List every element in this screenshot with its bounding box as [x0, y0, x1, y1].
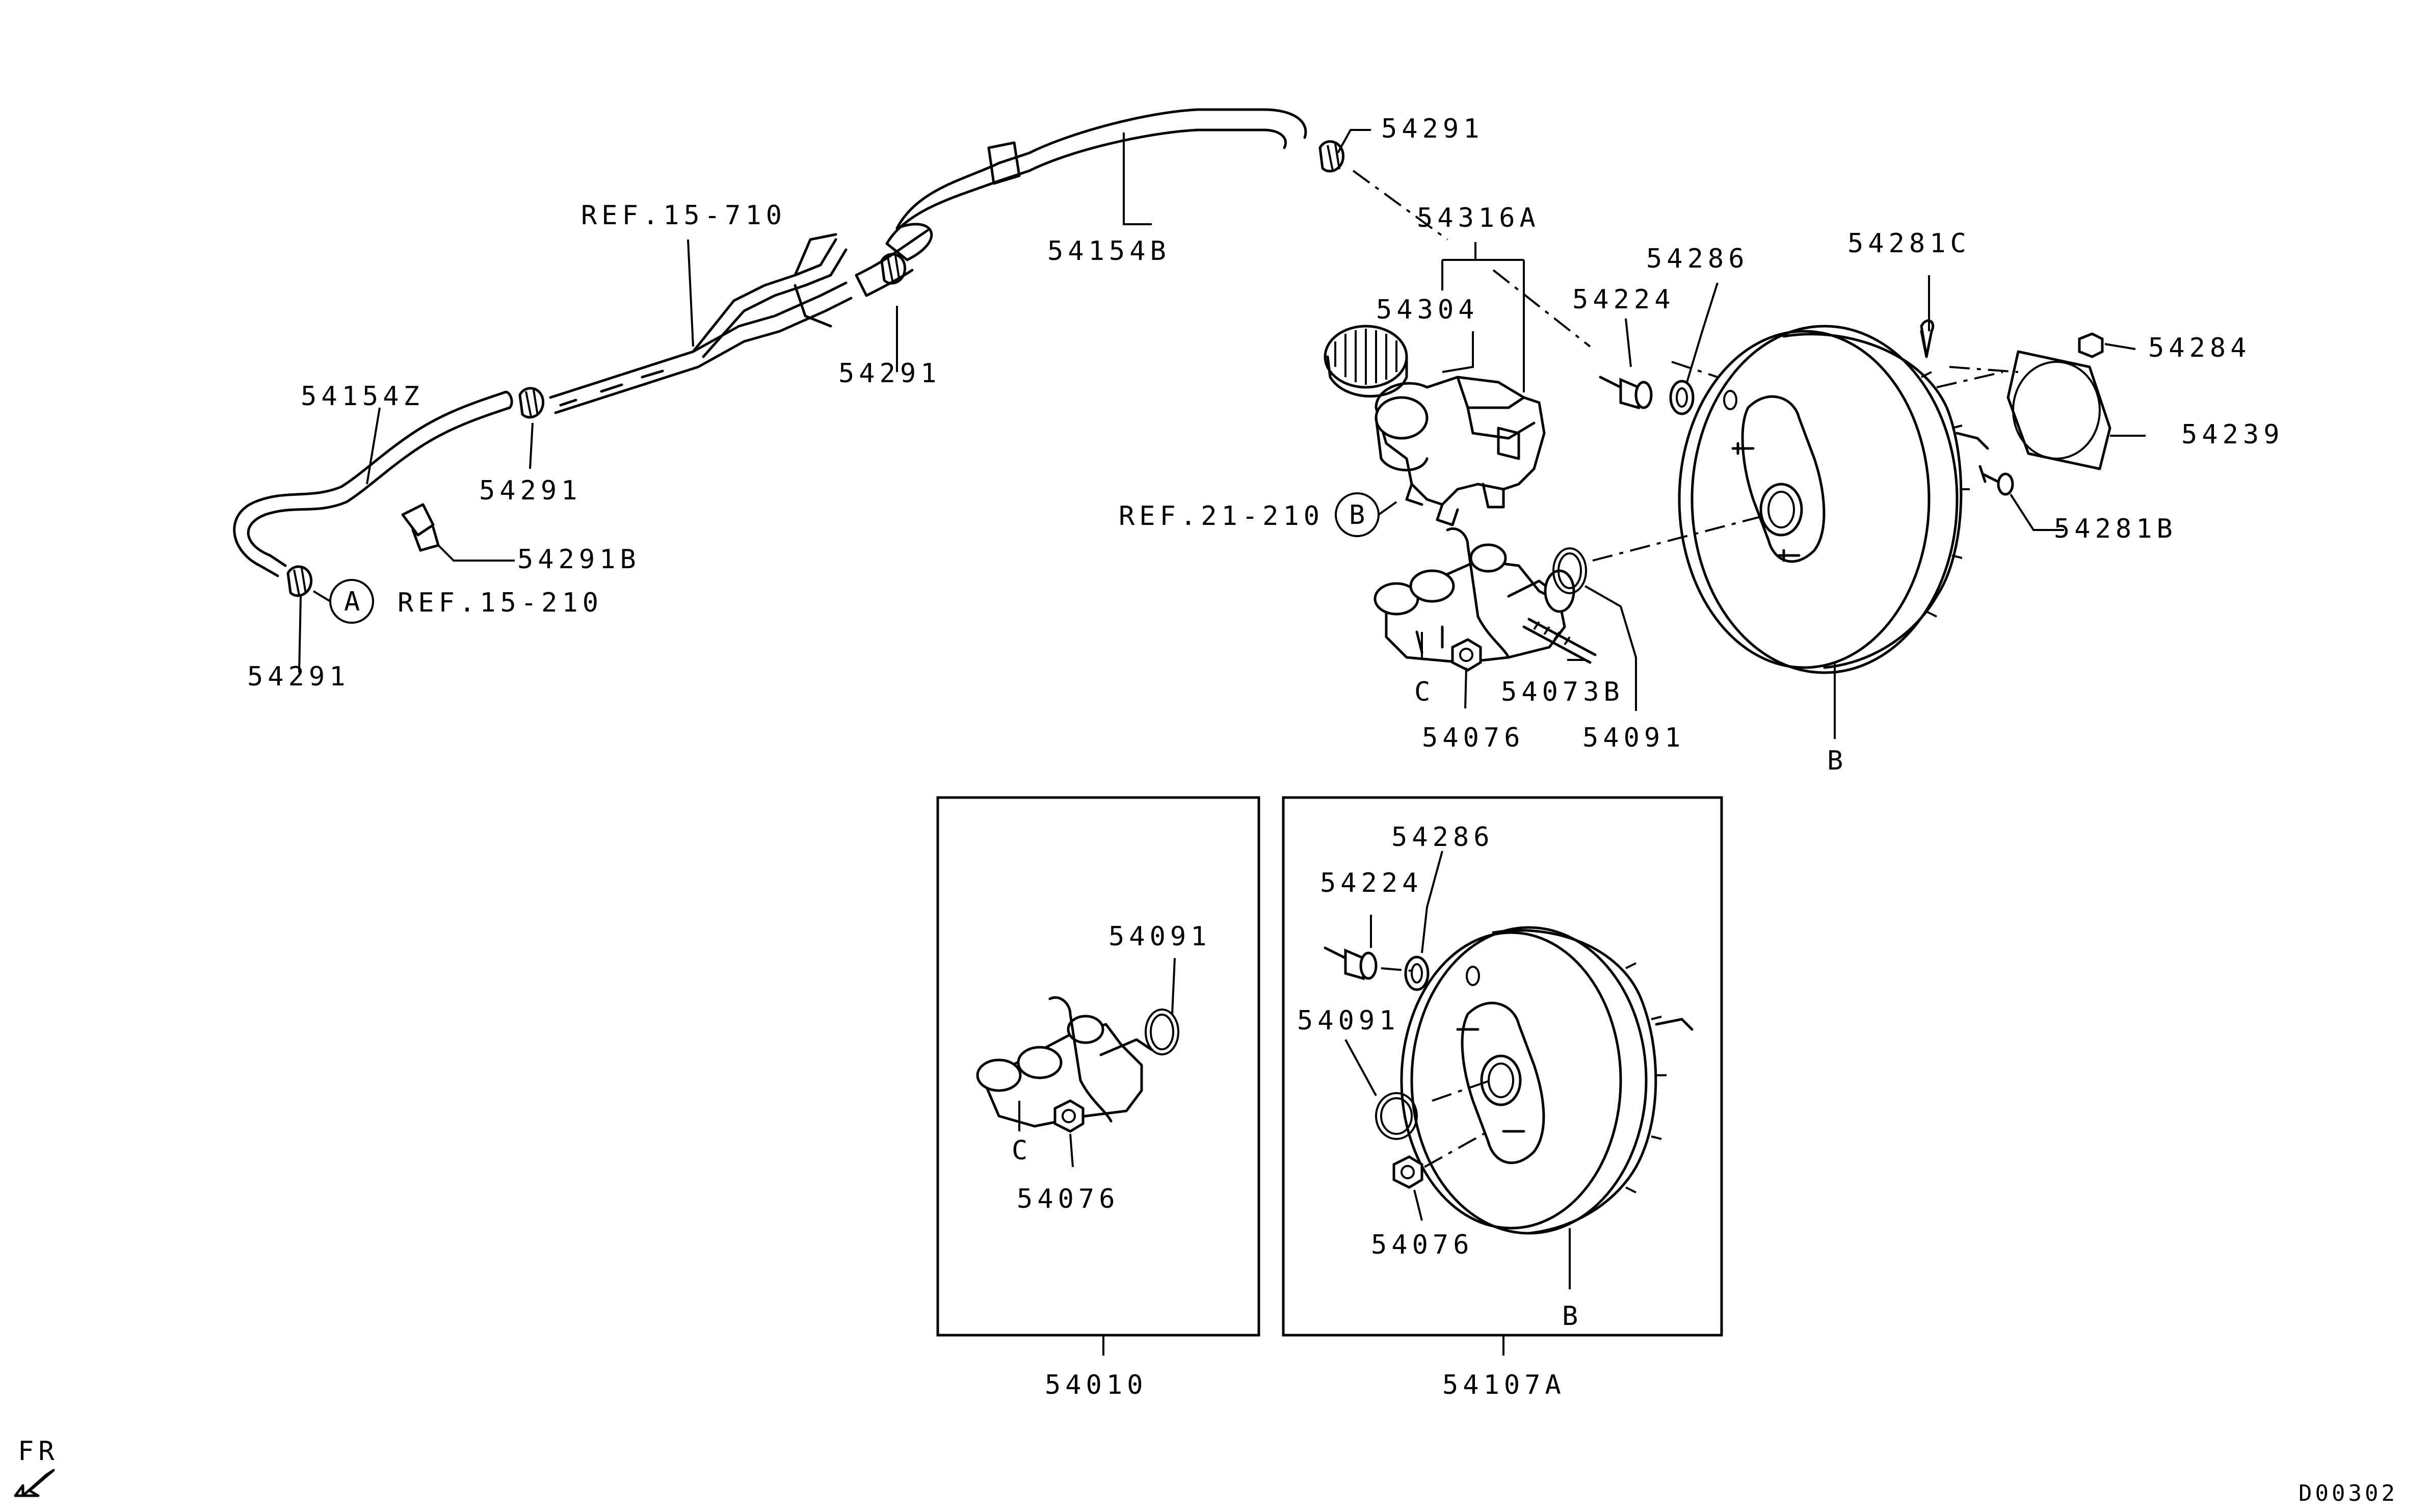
label-54316A: 54316A: [1417, 203, 1540, 233]
inset-master-cylinder: [976, 996, 1153, 1128]
label-54281C: 54281C: [1847, 228, 1971, 259]
vacuum-hose-54154B: [855, 108, 1307, 297]
label-54073B: 54073B: [1501, 677, 1624, 707]
vacuum-hose-54154Z: [233, 390, 513, 577]
nut-54076: [1451, 638, 1482, 672]
label-54291-mid: 54291: [838, 358, 941, 389]
label-54286: 54286: [1646, 244, 1749, 274]
inset-brake-booster: [1400, 926, 1694, 1235]
hose-clamp-54291-left: [518, 387, 544, 419]
inset-right-label-B: B: [1562, 1301, 1582, 1332]
label-54291B: 54291B: [517, 544, 641, 575]
label-C: C: [1414, 677, 1435, 707]
brake-booster: [1678, 325, 1989, 674]
inset-right-label-54091: 54091: [1297, 1005, 1400, 1036]
inset-right-label-54224: 54224: [1320, 868, 1423, 898]
inset-right-label-54076: 54076: [1371, 1230, 1474, 1260]
hose-clamp-54291-mid: [880, 253, 906, 285]
hose-clamp-54291-top: [1318, 140, 1344, 173]
inset-grommet-54286: [1404, 956, 1480, 991]
label-54291-bottom: 54291: [247, 661, 350, 692]
inset-right-label-54286: 54286: [1391, 822, 1494, 853]
inset-nut-54076-right: [1392, 1155, 1423, 1189]
pin-54281B: [1978, 465, 2014, 496]
label-54291-top: 54291: [1381, 114, 1484, 144]
inset-left-label-54091: 54091: [1108, 921, 1211, 952]
vacuum-pipe-ref-15-710: [549, 233, 853, 414]
front-direction-label: FR: [18, 1436, 59, 1467]
inset-box-54010: [936, 796, 1260, 1337]
hose-clamp-54291-bottom: [286, 565, 312, 597]
master-cylinder: [1374, 527, 1575, 664]
label-54304: 54304: [1376, 295, 1479, 325]
inset-o-ring-54091-right: [1375, 1092, 1418, 1140]
label-54284: 54284: [2148, 333, 2251, 363]
check-valve-54224: [1599, 376, 1653, 410]
label-54291-left: 54291: [479, 475, 582, 506]
stud-54073B: [1522, 618, 1597, 664]
grommet-54286: [1669, 380, 1695, 415]
inset-left-label-54076: 54076: [1017, 1184, 1120, 1214]
label-54239: 54239: [2181, 419, 2284, 450]
brake-fluid-reservoir: [1375, 376, 1546, 526]
reservoir-cap-54304: [1324, 325, 1408, 397]
nut-54284: [2078, 332, 2104, 358]
centerlines: [1352, 170, 2019, 1168]
front-direction-arrow-icon: [14, 1469, 55, 1497]
label-54091: 54091: [1582, 723, 1685, 753]
label-ref-15-710: REF.15-710: [581, 200, 786, 231]
gasket-54239: [2006, 350, 2111, 470]
inset-left-label-C: C: [1012, 1135, 1032, 1166]
label-54076: 54076: [1422, 723, 1525, 753]
ref-circle-A-letter: A: [344, 587, 360, 617]
label-54154B: 54154B: [1047, 236, 1171, 267]
label-54154Z: 54154Z: [301, 381, 424, 412]
inset-right-assembly-number: 54107A: [1442, 1370, 1566, 1400]
inset-o-ring-54091: [1145, 1009, 1179, 1055]
inset-nut-54076-left: [1053, 1099, 1085, 1133]
leader-lines: [298, 129, 2146, 1356]
ref-circle-B-letter: B: [1349, 500, 1365, 530]
hose-clip-54291B: [401, 503, 440, 552]
clevis-pin-54281C: [1920, 319, 1935, 358]
inset-left-assembly-number: 54010: [1045, 1370, 1148, 1400]
label-B: B: [1827, 746, 1847, 776]
booster-port-hole: [1723, 390, 1737, 410]
label-ref-15-210: REF.15-210: [398, 588, 603, 618]
label-54224: 54224: [1572, 284, 1675, 315]
label-54281B: 54281B: [2054, 514, 2177, 544]
label-ref-21-210: REF.21-210: [1119, 501, 1324, 532]
master-cylinder-o-ring-54091: [1552, 547, 1587, 594]
inset-check-valve-54224: [1324, 946, 1378, 980]
drawing-code: D00302: [2299, 1480, 2398, 1506]
